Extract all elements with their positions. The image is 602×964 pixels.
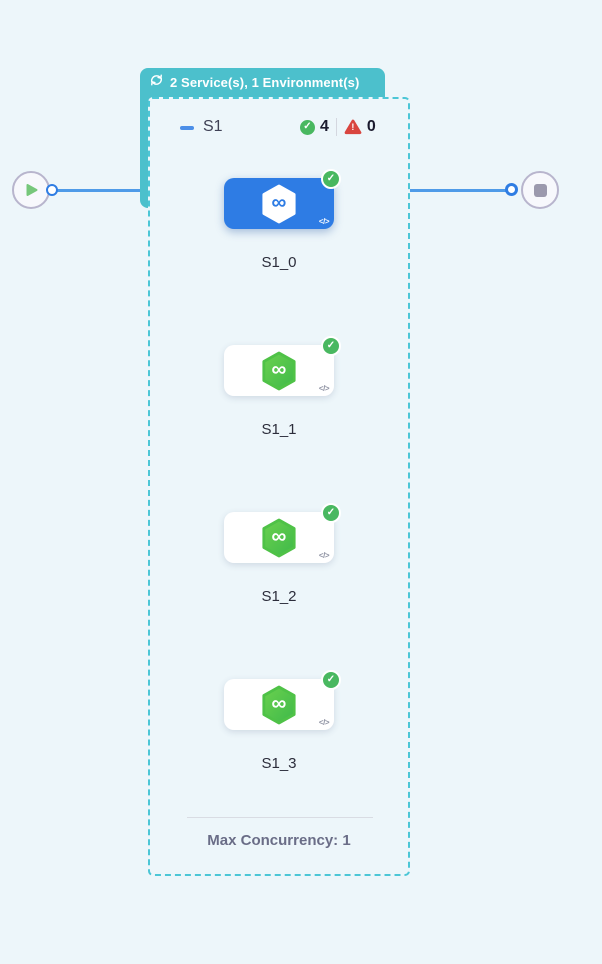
loop-icon (149, 73, 164, 92)
stage-success-badge: ✓ (321, 169, 341, 189)
success-check-icon: ✓ (300, 119, 315, 135)
warning-exclamation: ! (351, 122, 355, 132)
pipeline-start-node[interactable] (12, 171, 50, 209)
collapse-group-button[interactable] (180, 126, 194, 130)
stage-label: S1_3 (261, 755, 297, 772)
error-warning-icon: ! (344, 119, 362, 135)
service-hexagon-icon: ∞ (261, 518, 297, 558)
badge-divider (335, 118, 337, 136)
group-status-badges: ✓ 4 ! 0 (300, 116, 376, 138)
code-template-icon: </> (318, 718, 330, 727)
success-count: 4 (320, 118, 329, 135)
service-hexagon-icon: ∞ (261, 685, 297, 725)
footer-divider (187, 817, 373, 818)
stop-icon (533, 183, 547, 197)
stage-label: S1_2 (261, 588, 297, 605)
start-connection-port (46, 184, 58, 196)
infinity-icon: ∞ (271, 191, 287, 214)
stage-success-badge: ✓ (321, 670, 341, 690)
code-template-icon: </> (318, 384, 330, 393)
play-icon (26, 184, 37, 196)
stage-label: S1_1 (261, 421, 297, 438)
code-template-icon: </> (318, 217, 330, 226)
failure-count: 0 (366, 118, 376, 135)
infinity-icon: ∞ (271, 525, 287, 548)
infinity-icon: ∞ (271, 692, 287, 715)
stage-success-badge: ✓ (321, 503, 341, 523)
stage-success-badge: ✓ (321, 336, 341, 356)
infinity-icon: ∞ (271, 358, 287, 381)
service-hexagon-icon: ∞ (261, 184, 297, 224)
services-environments-label: 2 Service(s), 1 Environment(s) (170, 75, 360, 90)
stage-label: S1_0 (261, 254, 297, 271)
end-connection-port (505, 183, 518, 196)
services-environments-chip[interactable]: 2 Service(s), 1 Environment(s) (140, 68, 385, 97)
stage-node-s1-3[interactable]: ∞ ✓ </> (224, 670, 341, 730)
code-template-icon: </> (318, 551, 330, 560)
pipeline-end-node[interactable] (521, 171, 559, 209)
max-concurrency-label: Max Concurrency: 1 (207, 832, 351, 849)
stage-node-s1-1[interactable]: ∞ ✓ </> (224, 336, 341, 396)
service-hexagon-icon: ∞ (261, 351, 297, 391)
stage-node-s1-2[interactable]: ∞ ✓ </> (224, 503, 341, 563)
connector-line-left (52, 189, 142, 192)
connector-line-right (409, 189, 511, 192)
stage-node-s1-0[interactable]: ∞ ✓ </> (224, 169, 341, 229)
group-name: S1 (203, 118, 223, 135)
